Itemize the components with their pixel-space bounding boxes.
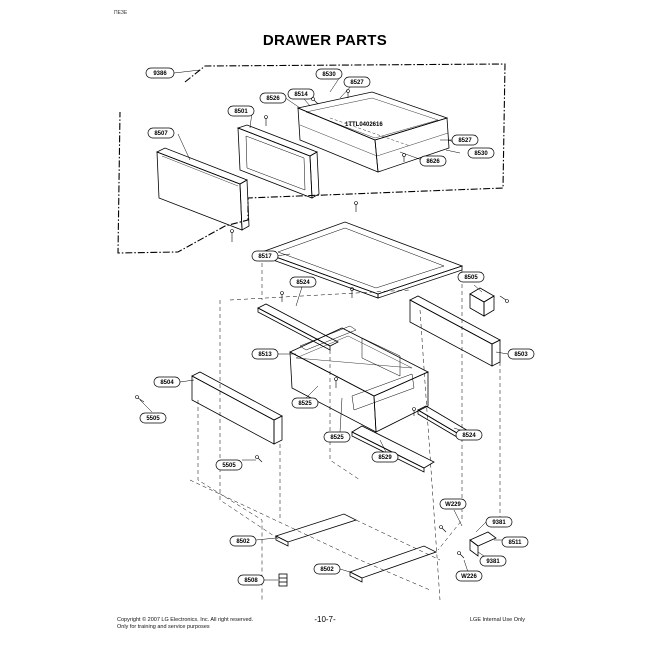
callout-labels: 9386 8530 8527 8526 8514 8501: [139, 67, 535, 586]
callout-8530: 8530: [467, 147, 495, 159]
callout-8526: 8526: [259, 92, 287, 104]
callout-8501: 8501: [227, 105, 255, 117]
callout-W226: W226: [455, 570, 483, 582]
rear-bracket: [469, 287, 495, 317]
page-number: -10-7-: [314, 615, 336, 624]
callout-label: 8511: [508, 540, 522, 546]
callout-8514: 8514: [287, 88, 315, 100]
callout-8508: 8508: [237, 574, 265, 586]
part-number-note: 1TTL0402616: [345, 122, 383, 128]
callout-label: W229: [445, 502, 461, 508]
callout-W229: W229: [439, 498, 467, 510]
cabinet-outline-dashed: [189, 256, 501, 601]
callout-label: 8514: [294, 92, 308, 98]
callout-8517: 8517: [251, 250, 279, 262]
callout-8502: 8502: [229, 535, 257, 547]
callout-label: 8501: [234, 109, 248, 115]
drawer-basket: [296, 91, 450, 173]
callout-label: 8504: [160, 380, 174, 386]
leveling-foot: [278, 573, 288, 587]
upper-slide-rail: [274, 513, 358, 547]
copyright-line: Only for training and service purposes: [117, 624, 210, 630]
callout-label: 8508: [244, 578, 258, 584]
callout-9386: 9386: [145, 67, 175, 79]
callout-label: 8524: [296, 280, 310, 286]
drawer-top-plate: [260, 221, 464, 299]
callout-label: 8530: [474, 151, 488, 157]
callout-8511: 8511: [501, 536, 529, 548]
internal-use-note: LGE Internal Use Only: [470, 617, 526, 623]
left-side-rail: [191, 371, 283, 445]
drawer-housing: [289, 325, 429, 433]
callout-label: 8502: [320, 567, 334, 573]
callout-8524: 8524: [289, 276, 317, 288]
callout-8529: 8529: [371, 451, 399, 463]
drawer-front-frame: [236, 124, 320, 199]
callout-5505: 5505: [139, 412, 167, 424]
callout-5505: 5505: [215, 459, 243, 471]
callout-9381: 9381: [479, 555, 507, 567]
callout-8527: 8527: [343, 76, 371, 88]
callout-label: 8525: [298, 401, 312, 407]
roller-bracket: [469, 531, 497, 557]
page-title: DRAWER PARTS: [262, 32, 388, 49]
callout-label: 8524: [462, 433, 476, 439]
callout-label: 8502: [236, 539, 250, 545]
callout-label: 5505: [146, 416, 160, 422]
callout-8530: 8530: [315, 68, 343, 80]
callout-8527: 8527: [451, 134, 479, 146]
callout-label: 8513: [258, 352, 272, 358]
callout-8513: 8513: [251, 348, 279, 360]
callout-9381: 9381: [485, 516, 513, 528]
callout-label: 8527: [350, 80, 364, 86]
footer-copyright: Copyright © 2007 LG Electronics. Inc. Al…: [117, 617, 253, 631]
callout-label: 9381: [486, 559, 500, 565]
upper-support-bracket: [257, 303, 339, 351]
bottom-plate: [351, 425, 435, 473]
drawer-front-panel: [156, 147, 250, 231]
screw-set: [135, 89, 509, 559]
lower-slide-rail: [348, 545, 438, 583]
callout-label: 8507: [154, 131, 168, 137]
callout-label: 9381: [492, 520, 506, 526]
callout-label: 8517: [258, 254, 272, 260]
callout-label: 8525: [330, 435, 344, 441]
callout-8626: 8626: [419, 155, 447, 167]
right-side-rail: [409, 295, 501, 367]
callout-label: 8505: [464, 275, 478, 281]
callout-label: 8526: [266, 96, 280, 102]
callout-8503: 8503: [507, 348, 535, 360]
callout-label: 9386: [153, 71, 167, 77]
callout-label: 8626: [426, 159, 440, 165]
callout-8507: 8507: [147, 127, 175, 139]
callout-8505: 8505: [457, 271, 485, 283]
copyright-line: Copyright © 2007 LG Electronics. Inc. Al…: [117, 617, 254, 623]
callout-8525: 8525: [323, 431, 351, 443]
callout-label: W226: [461, 574, 477, 580]
callout-8504: 8504: [153, 376, 181, 388]
callout-8524: 8524: [455, 429, 483, 441]
callout-8525: 8525: [291, 397, 319, 409]
callout-label: 8530: [322, 72, 336, 78]
callout-label: 5505: [222, 463, 236, 469]
callout-label: 8529: [378, 455, 392, 461]
callout-8502: 8502: [313, 563, 341, 575]
callout-label: 8527: [458, 138, 472, 144]
callout-label: 8503: [514, 352, 528, 358]
corner-mark: ПЕЗЕ: [114, 10, 128, 16]
